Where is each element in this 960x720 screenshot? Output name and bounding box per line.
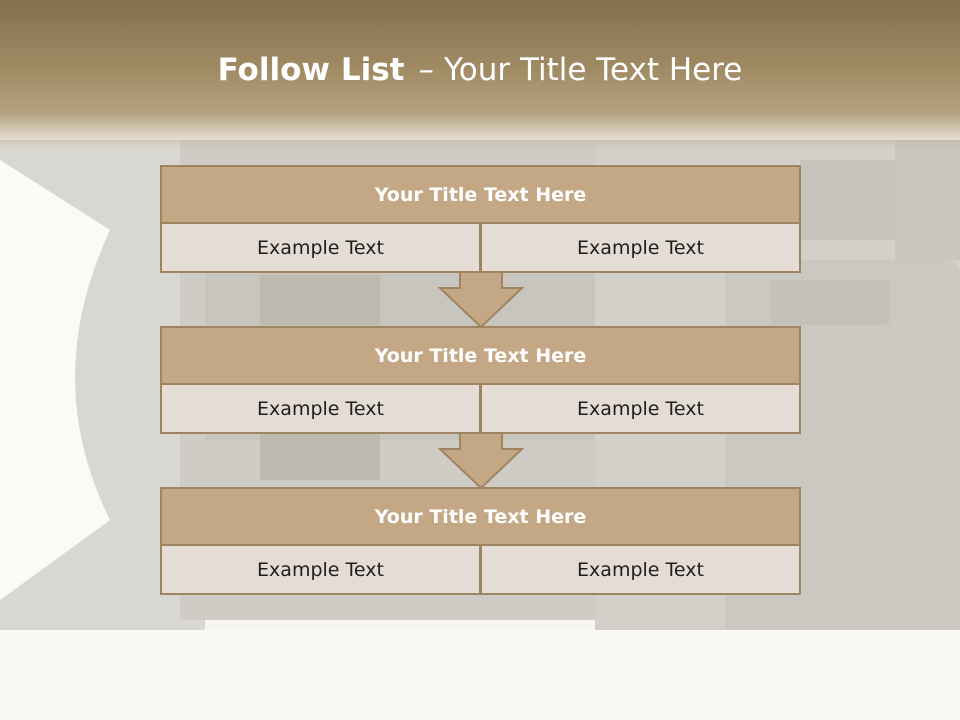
block-cell-right: Example Text bbox=[480, 222, 801, 273]
block-cell-left: Example Text bbox=[160, 222, 481, 273]
title-rest: Your Title Text Here bbox=[443, 52, 743, 88]
slide-title: Follow List–Your Title Text Here bbox=[0, 52, 960, 88]
block-heading: Your Title Text Here bbox=[160, 487, 801, 546]
block-cell-left: Example Text bbox=[160, 383, 481, 434]
title-separator: – bbox=[418, 52, 434, 88]
block-cell-right: Example Text bbox=[480, 544, 801, 595]
block-heading: Your Title Text Here bbox=[160, 165, 801, 224]
title-bold: Follow List bbox=[217, 52, 405, 88]
list-block-2: Your Title Text Here Example Text Exampl… bbox=[160, 326, 801, 434]
block-cell-left: Example Text bbox=[160, 544, 481, 595]
down-arrow-icon bbox=[438, 271, 524, 329]
down-arrow-icon bbox=[438, 432, 524, 490]
list-block-3: Your Title Text Here Example Text Exampl… bbox=[160, 487, 801, 595]
block-heading: Your Title Text Here bbox=[160, 326, 801, 385]
list-block-1: Your Title Text Here Example Text Exampl… bbox=[160, 165, 801, 273]
header-band bbox=[0, 0, 960, 150]
block-cell-right: Example Text bbox=[480, 383, 801, 434]
